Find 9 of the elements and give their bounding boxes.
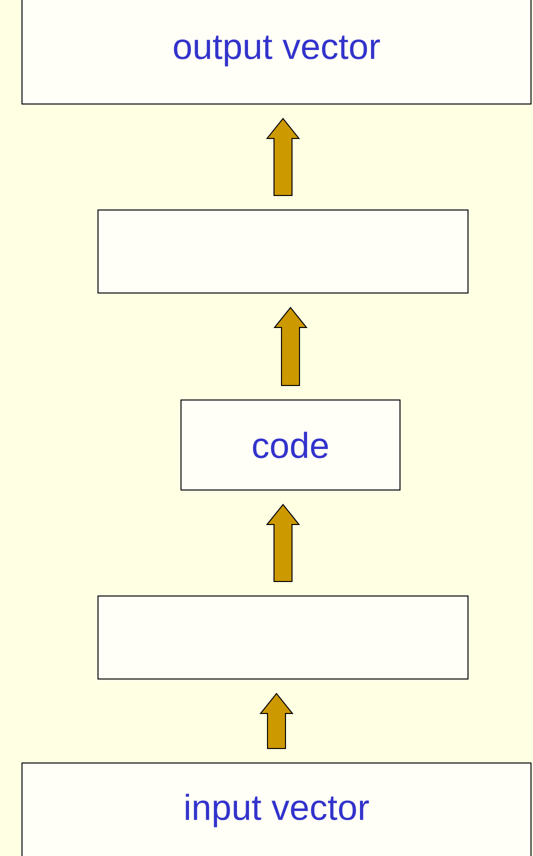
block-arrow bbox=[266, 118, 300, 196]
empty-box bbox=[98, 210, 468, 294]
block-arrow bbox=[259, 692, 294, 749]
text-box: code bbox=[180, 400, 400, 490]
block-arrow bbox=[266, 504, 300, 582]
text-box: input vector bbox=[22, 762, 532, 856]
empty-box bbox=[98, 596, 468, 680]
text-box: output vector bbox=[22, 0, 532, 104]
block-arrow bbox=[273, 306, 308, 386]
